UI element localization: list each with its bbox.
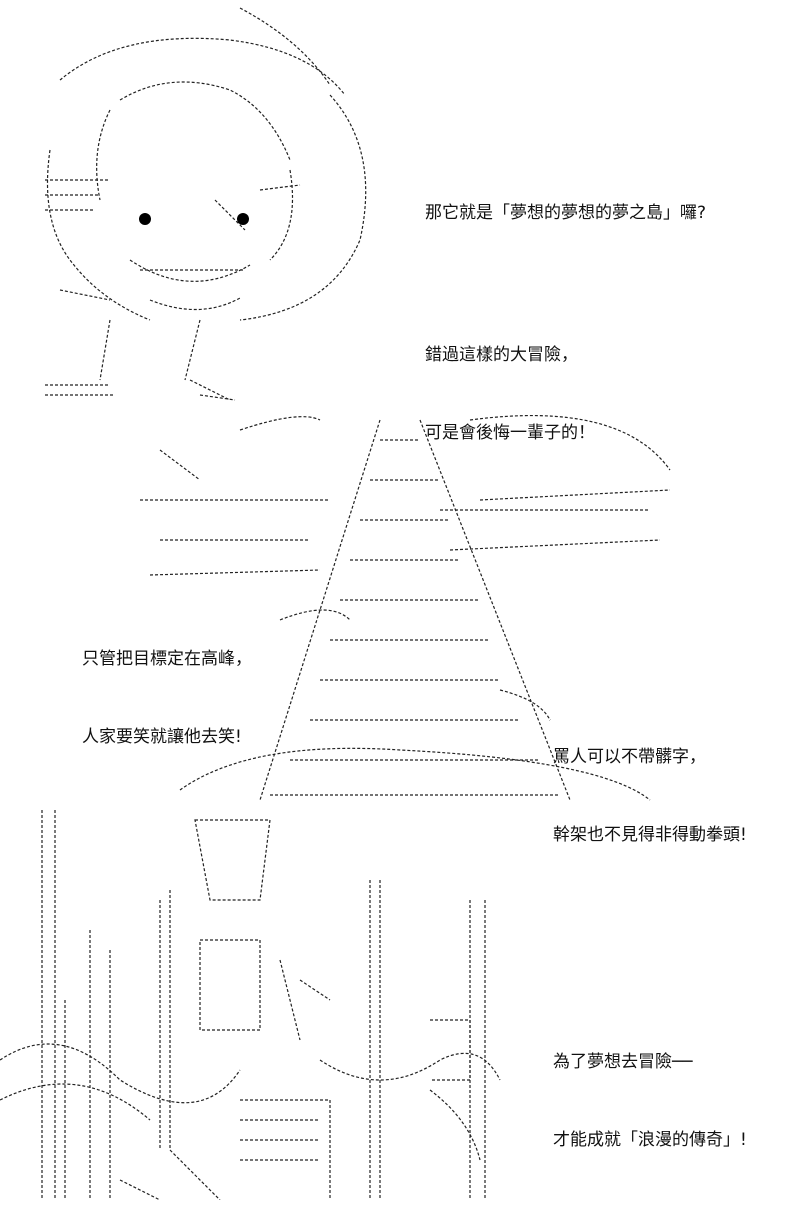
caption-line: 才能成就「浪漫的傳奇」! [553, 1130, 747, 1150]
caption-courage: 罵人可以不帶髒字， 幹架也不見得非得動拳頭! [553, 692, 747, 900]
caption-line: 錯過這樣的大冒險， [425, 345, 578, 365]
caption-line: 幹架也不見得非得動拳頭! [553, 825, 747, 845]
city-icon [0, 810, 501, 1200]
caption-line: 可是會後悔一輩子的！ [425, 423, 595, 443]
caption-line: 為了夢想去冒險── [553, 1052, 693, 1072]
luffy-face-icon [45, 7, 367, 401]
caption-line: 只管把目標定在高峰， [82, 649, 252, 669]
caption-peak: 只管把目標定在高峰， 人家要笑就讓他去笑! [82, 594, 252, 802]
caption-line: 人家要笑就讓他去笑! [82, 727, 242, 747]
caption-legend: 為了夢想去冒險── 才能成就「浪漫的傳奇」! [553, 997, 747, 1205]
caption-luffy: 那它就是「夢想的夢想的夢之島」囉? 錯過這樣的大冒險， 可是會後悔一輩子的！ [425, 148, 706, 498]
tower-icon [140, 415, 671, 801]
eye-icon [237, 213, 249, 225]
eye-icon [139, 213, 151, 225]
caption-line: 那它就是「夢想的夢想的夢之島」囉? [425, 203, 707, 223]
caption-line: 罵人可以不帶髒字， [553, 747, 706, 767]
